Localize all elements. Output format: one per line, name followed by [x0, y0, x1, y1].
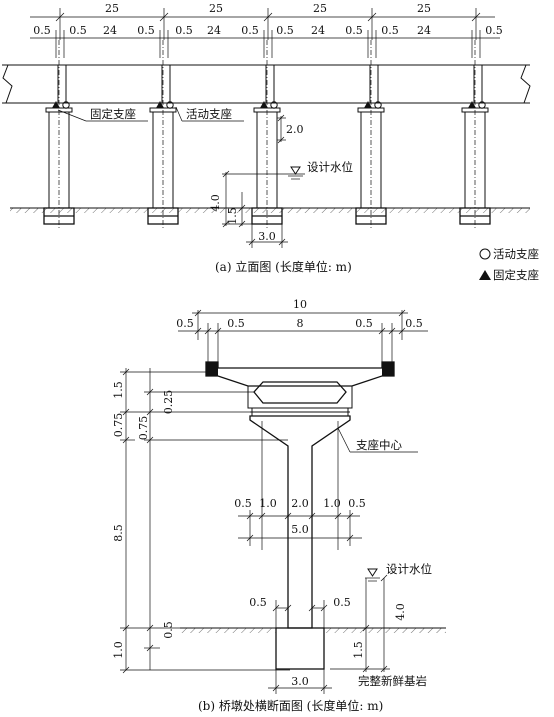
seg-label-1: 0.5	[33, 24, 51, 37]
xs-total-width: 10	[293, 298, 307, 311]
footing-width-b: 3.0	[291, 675, 309, 688]
pier-dim-2-0: 2.0	[286, 123, 304, 136]
movable-bearing-icon	[62, 101, 486, 109]
water-level-label-b: 设计水位	[386, 562, 432, 576]
span-label-1: 25	[105, 2, 119, 15]
cap-dim-2: 1.0	[259, 497, 277, 510]
seg-label-6: 24	[207, 24, 221, 37]
caption-a: (a) 立面图 (长度单位: m)	[215, 259, 352, 274]
cap-width: 5.0	[291, 523, 309, 536]
seg-label-2: 0.5	[69, 24, 87, 37]
xs-top-dim-4: 0.5	[355, 317, 373, 330]
seg-label-11: 0.5	[381, 24, 399, 37]
cap-dim-3: 2.0	[291, 497, 309, 510]
seg-label-9: 24	[311, 24, 325, 37]
xs-left-dim-8-5: 8.5	[112, 524, 125, 542]
dim-4-0-a: 4.0	[209, 194, 222, 212]
seg-label-4: 0.5	[137, 24, 155, 37]
seg-label-13: 0.5	[485, 24, 503, 37]
bearing-center-label: 支座中心	[356, 438, 402, 452]
legend-movable: 活动支座	[493, 247, 539, 261]
span-label-3: 25	[313, 2, 327, 15]
cap-dim-1: 0.5	[234, 497, 252, 510]
bedrock-label: 完整新鲜基岩	[358, 674, 427, 688]
cap-dim-5: 0.5	[348, 497, 366, 510]
xs-left-dim-1-5: 1.5	[112, 381, 125, 399]
elevation-piers	[43, 40, 491, 228]
seg-label-10: 0.5	[345, 24, 363, 37]
span-label-2: 25	[209, 2, 223, 15]
cap-dim-4: 1.0	[323, 497, 341, 510]
movable-bearing-label: 活动支座	[186, 107, 232, 121]
fixed-bearing-label: 固定支座	[90, 107, 136, 121]
dim-4-0-b: 4.0	[394, 603, 407, 621]
dim-1-5-b: 1.5	[352, 641, 365, 659]
xs-inner-dim-0-25: 0.25	[162, 390, 175, 415]
legend: 活动支座 固定支座	[479, 247, 539, 282]
col-dim-right: 0.5	[333, 596, 351, 609]
xs-top-dim-5: 0.5	[405, 317, 423, 330]
caption-b: (b) 桥墩处横断面图 (长度单位: m)	[198, 698, 383, 713]
seg-label-8: 0.5	[276, 24, 294, 37]
footing-width-a: 3.0	[258, 230, 276, 243]
seg-label-3: 24	[103, 24, 117, 37]
fixed-bearing-icon	[52, 101, 476, 108]
xs-left-dim-0-75: 0.75	[112, 413, 125, 438]
cross-section-view: 10 0.5 0.5 8 0.5 0.5 支座中心	[112, 298, 446, 713]
xs-top-dim-2: 0.5	[227, 317, 245, 330]
seg-label-7: 0.5	[241, 24, 259, 37]
xs-left-dim-1-0: 1.0	[112, 641, 125, 659]
elevation-view: 25 25 25 25 0.5 0.5 24 0.5 0.5 24 0.5 0.…	[2, 2, 531, 274]
xs-top-dim-3: 8	[297, 317, 304, 330]
xs-top-dim-1: 0.5	[176, 317, 194, 330]
col-dim-left: 0.5	[249, 596, 267, 609]
xs-inner-dim-0-75: 0.75	[137, 416, 150, 441]
legend-fixed: 固定支座	[493, 268, 539, 282]
span-label-4: 25	[417, 2, 431, 15]
water-level-label-a: 设计水位	[307, 160, 353, 174]
seg-label-12: 24	[417, 24, 431, 37]
seg-label-5: 0.5	[175, 24, 193, 37]
xs-inner-dim-0-5: 0.5	[162, 621, 175, 639]
